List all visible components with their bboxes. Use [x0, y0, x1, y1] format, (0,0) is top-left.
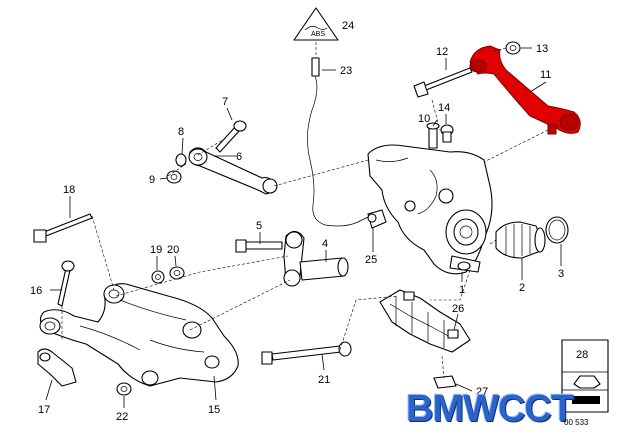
label-14: 14 — [438, 102, 450, 114]
label-13: 13 — [536, 43, 548, 55]
label-11: 11 — [540, 69, 551, 81]
link-4-part — [283, 230, 349, 287]
washer-19-part — [151, 270, 165, 284]
bolt-21-part — [261, 341, 352, 365]
sensor-25-part — [367, 209, 387, 229]
label-4: 4 — [322, 238, 328, 250]
label-17: 17 — [38, 404, 50, 416]
label-28: 28 — [576, 349, 588, 361]
label-10: 10 — [418, 113, 430, 125]
label-18: 18 — [63, 184, 75, 196]
diagram-number: 00 533 — [564, 418, 589, 427]
label-22: 22 — [116, 411, 128, 423]
label-7: 7 — [222, 96, 228, 108]
part-number-labels: 24 23 12 13 11 7 8 10 14 6 9 18 5 4 19 2… — [30, 20, 588, 423]
label-26: 26 — [452, 303, 464, 315]
label-16: 16 — [30, 285, 42, 297]
label-19: 19 — [150, 244, 162, 256]
clip-27-part — [433, 375, 457, 389]
assembly-guide-lines — [61, 47, 549, 379]
label-27: 27 — [476, 386, 488, 398]
nut-9-part — [166, 170, 182, 184]
svg-text:ABS: ABS — [311, 31, 325, 38]
abs-sensor-wire-part — [307, 42, 373, 227]
bolt-14-part — [440, 124, 454, 143]
bolt-18-part — [33, 213, 93, 243]
label-6: 6 — [236, 151, 242, 163]
label-21: 21 — [318, 374, 330, 386]
nut-20-part — [169, 266, 185, 280]
bolt-10-part — [426, 122, 440, 149]
bolt-5-part — [235, 239, 283, 253]
nut-13-part — [505, 41, 521, 55]
label-23: 23 — [340, 65, 352, 77]
toe-link-6-part — [188, 147, 278, 195]
label-3: 3 — [558, 268, 564, 280]
lower-control-arm-15-part — [39, 283, 239, 387]
bracket-17-part — [37, 348, 77, 387]
bolt-16-part — [57, 260, 75, 307]
label-8: 8 — [178, 126, 184, 138]
label-20: 20 — [167, 244, 179, 256]
nut-22-part — [116, 382, 132, 396]
wheel-carrier-1-part — [367, 144, 493, 275]
washer-8-part — [175, 153, 187, 167]
label-25: 25 — [365, 254, 377, 266]
bolt-7-part — [215, 120, 247, 153]
upper-control-arm-part-highlighted — [469, 45, 581, 135]
label-9: 9 — [149, 174, 155, 186]
callout-leaders — [45, 47, 562, 408]
circlip-3-part — [545, 216, 569, 244]
warning-sticker-part: ABS — [293, 7, 339, 41]
bolt-12-part — [413, 67, 473, 98]
label-5: 5 — [256, 220, 262, 232]
label-12: 12 — [436, 46, 448, 58]
wiring-bracket-26-part — [379, 289, 471, 353]
drive-flange-2-part — [495, 221, 546, 259]
nut-28-box-part — [561, 339, 609, 413]
label-1: 1 — [459, 284, 465, 296]
label-24: 24 — [342, 20, 354, 32]
label-2: 2 — [519, 282, 525, 294]
label-15: 15 — [208, 404, 220, 416]
bmwcct-watermark: BMWCCT — [406, 388, 574, 430]
